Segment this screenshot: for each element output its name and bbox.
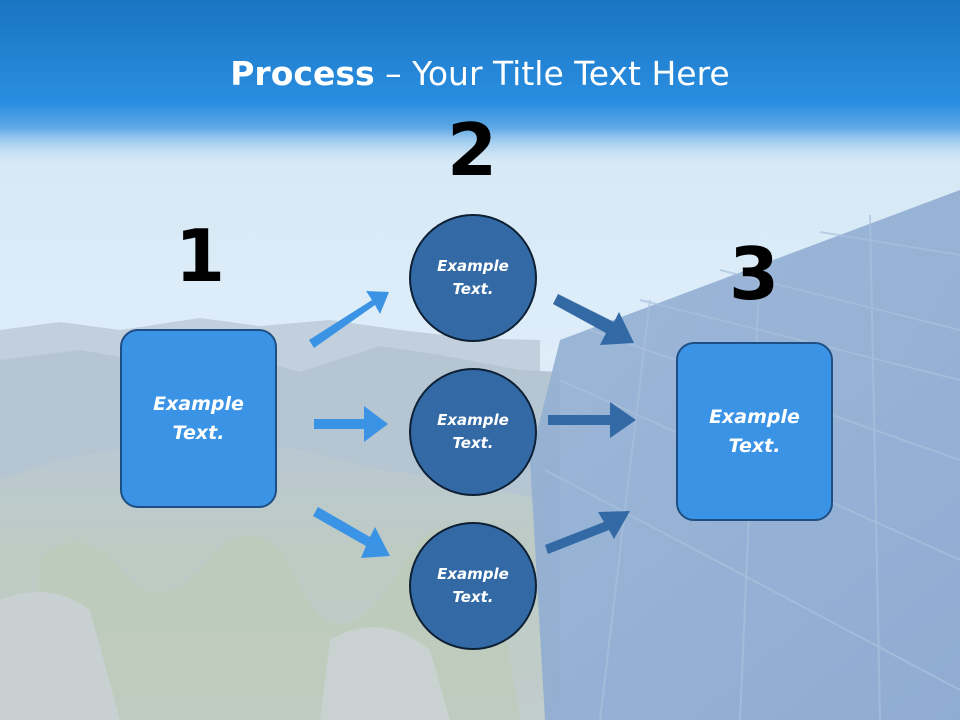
slide-title: Process – Your Title Text Here [0,52,960,96]
circle-middle-text: Example Text. [437,411,509,452]
right-box: Example Text. [676,342,833,521]
step-number-2: 2 [446,108,498,192]
arrow-top-to-right [553,294,634,345]
arrow-left-to-bottom [313,507,390,558]
right-box-text: Example Text. [709,405,800,457]
step-number-1: 1 [174,214,226,298]
title-rest: – Your Title Text Here [374,54,730,93]
title-bold: Process [230,54,375,93]
circle-bottom-text: Example Text. [437,565,509,606]
circle-top-text: Example Text. [437,257,509,298]
arrow-middle-to-right [548,402,636,438]
left-box-text: Example Text. [153,392,244,444]
step-number-3: 3 [728,232,780,316]
left-box: Example Text. [120,329,277,508]
circle-middle: Example Text. [409,368,537,496]
arrow-left-to-top [309,291,389,348]
arrow-bottom-to-right [545,511,630,554]
circle-bottom: Example Text. [409,522,537,650]
arrow-left-to-middle [314,406,388,442]
circle-top: Example Text. [409,214,537,342]
